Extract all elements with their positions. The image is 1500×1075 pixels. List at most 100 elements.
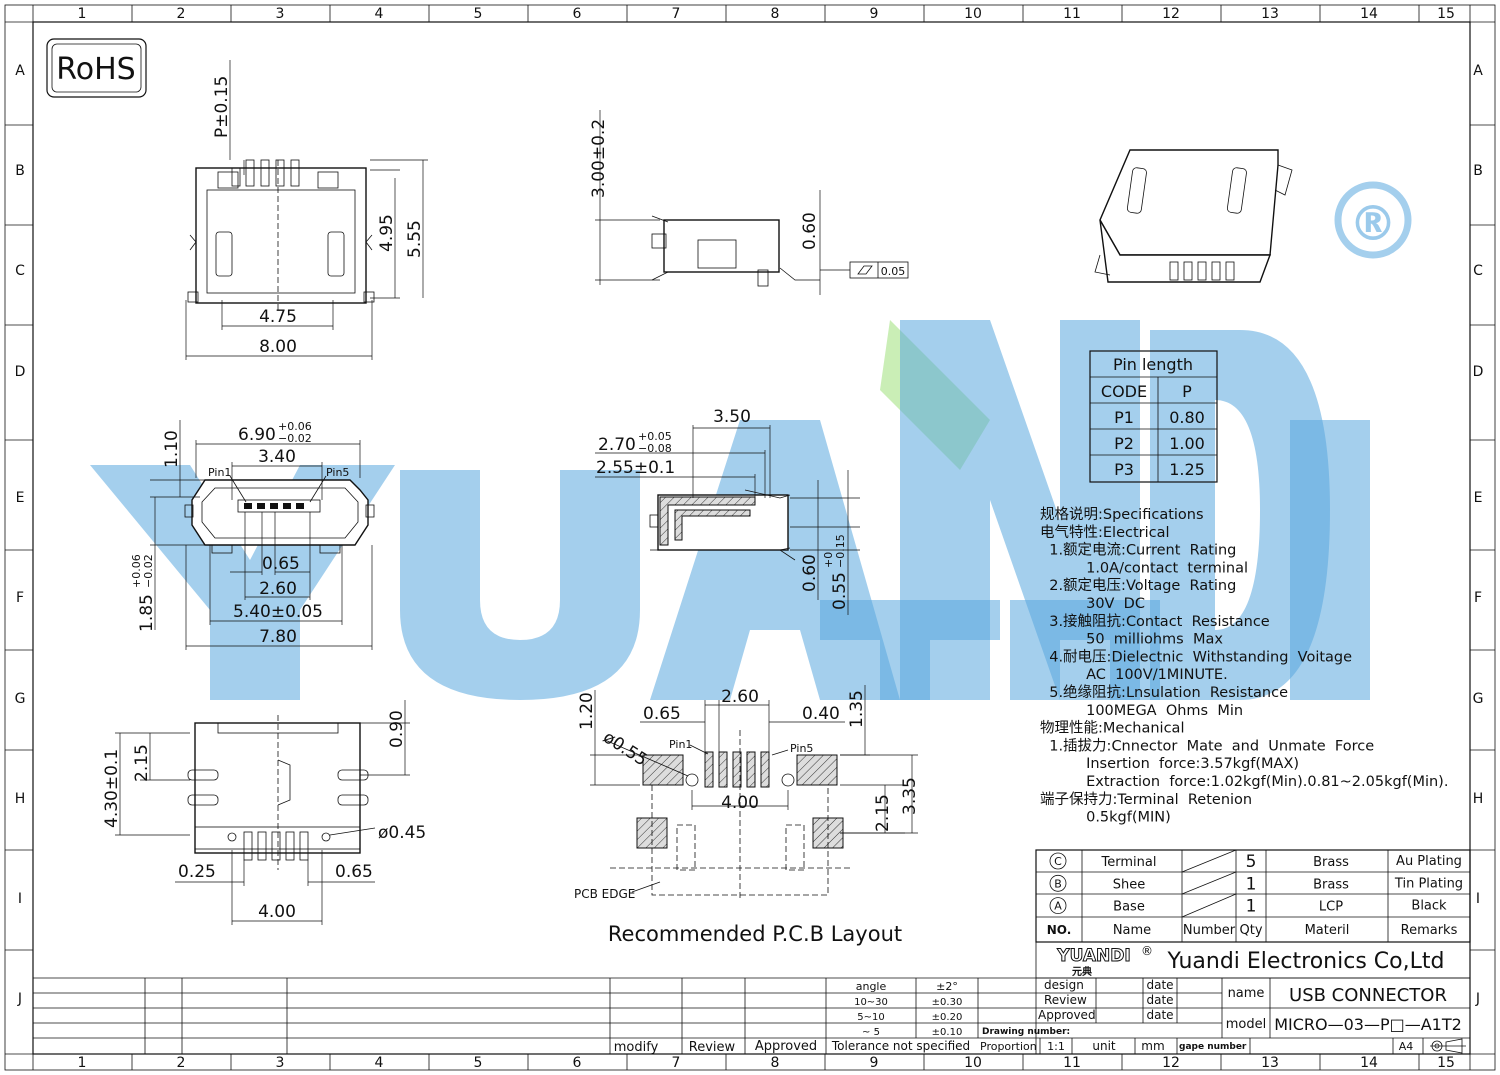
grid-col-label: 5 [474, 1055, 483, 1071]
tol-2-value: ±0.20 [932, 1012, 963, 1023]
spec-line: 0.5kgf(MIN) [1040, 810, 1171, 826]
dim-hole-0-45: ø0.45 [378, 823, 426, 843]
pcb-layout: 1.20 0.65 2.60 0.40 1.35 ø0.55 Pin1 Pin5… [574, 685, 920, 946]
bom-name: Terminal [1101, 855, 1157, 870]
tol-angle: angle [856, 980, 887, 993]
dim-0-65-front: 0.65 [262, 554, 300, 574]
dim-5-40: 5.40±0.05 [233, 602, 323, 622]
footer-review: Review [689, 1040, 736, 1055]
dim-3-50: 3.50 [713, 407, 751, 427]
tb-date-1: date [1146, 978, 1173, 992]
spec-line: 物理性能:Mechanical [1040, 720, 1184, 737]
tol-angle-value: ±2° [936, 980, 958, 993]
spec-line: 2.额定电压:Voltage Rating [1040, 577, 1236, 594]
grid-row-label: I [18, 891, 22, 907]
grid-col-label: 11 [1063, 1055, 1081, 1071]
grid-col-label: 11 [1063, 6, 1081, 22]
bom-item-circle [1049, 874, 1067, 892]
tb-name-value: USB CONNECTOR [1289, 985, 1447, 1006]
dim-2-15-bottom: 2.15 [132, 744, 152, 782]
tb-review: Review [1044, 993, 1087, 1007]
grid-col-label: 4 [375, 1055, 384, 1071]
grid-col-label: 1 [78, 1055, 87, 1071]
footer-modify: modify [614, 1040, 659, 1055]
top-view: P±0.15 4.95 5.55 4.75 8.00 [185, 60, 428, 360]
grid-col-label: 2 [177, 1055, 186, 1071]
pcb-dim-1-35: 1.35 [847, 690, 867, 728]
company-name: Yuandi Electronics Co,Ltd [1167, 949, 1445, 974]
tb-drawing-number: Drawing number: [982, 1027, 1070, 1037]
label-pin1-front: Pin1 [208, 466, 231, 479]
tol-1: 10~30 [854, 997, 888, 1008]
grid-col-label: 8 [771, 1055, 780, 1071]
dim-4-75: 4.75 [259, 307, 297, 327]
grid-col-label: 12 [1162, 1055, 1180, 1071]
label-pin5-front: Pin5 [326, 466, 349, 479]
dim-2-70-tol-up: +0.05 [638, 430, 672, 443]
grid-row-label: J [17, 991, 22, 1007]
grid-row-label: A [15, 63, 25, 79]
spec-line: 规格说明:Specifications [1040, 506, 1204, 523]
bom-name: Base [1113, 900, 1145, 915]
tb-scale: 1:1 [1047, 1040, 1065, 1053]
bom-material: Brass [1313, 877, 1349, 892]
grid-row-label: B [1473, 163, 1483, 179]
title-block: YUANDI ® 元典 Yuandi Electronics Co,Ltd an… [33, 941, 1471, 1055]
grid-col-label: 7 [672, 1055, 681, 1071]
spec-line: Extraction force:1.02kgf(Min).0.81~2.05k… [1040, 774, 1448, 790]
pin-length-value: 0.80 [1169, 408, 1205, 427]
grid-column-labels: 1122334455667788991010111112121313141415… [78, 5, 1455, 1071]
dim-0-55: 0.55 [830, 572, 850, 610]
spec-line: AC 100V/1MINUTE. [1040, 667, 1228, 683]
bom-remarks: Black [1411, 899, 1447, 914]
company-logo-cn: 元典 [1072, 965, 1092, 978]
dim-0-25: 0.25 [178, 862, 216, 882]
pcb-label-pin1: Pin1 [669, 738, 692, 751]
tb-model-label: model [1226, 1017, 1266, 1032]
grid-row-label: F [16, 590, 24, 606]
bottom-view: 2.15 4.30±0.1 0.90 ø0.45 0.25 0.65 4.00 [102, 700, 426, 925]
grid-row-label: G [15, 691, 26, 707]
grid-row-label: J [1475, 991, 1480, 1007]
bom-material: LCP [1319, 900, 1343, 915]
projection-symbol-icon [1430, 1038, 1466, 1054]
grid-col-label: 7 [672, 6, 681, 22]
dim-0-90: 0.90 [387, 710, 407, 748]
pin-length-header-code: CODE [1101, 382, 1147, 401]
rohs-mark: RoHS [46, 38, 147, 98]
dim-1-85: 1.85 [137, 594, 157, 632]
grid-col-label: 15 [1437, 6, 1455, 22]
grid-col-label: 5 [474, 6, 483, 22]
dim-0-55-tol-dn: −0.15 [834, 534, 847, 568]
bom-header-material: Materil [1305, 923, 1350, 938]
spec-line: 4.耐电压:Dielectnic Withstanding Voitage [1040, 648, 1352, 665]
spec-line: 5.绝缘阻抗:Lnsulation Resistance [1040, 684, 1288, 701]
grid-row-label: E [1474, 490, 1483, 506]
pin-length-title: Pin length [1113, 355, 1193, 374]
tb-date-2: date [1146, 993, 1173, 1007]
dim-0-60-section: 0.60 [800, 554, 820, 592]
tb-design: design [1044, 978, 1084, 992]
rohs-label: RoHS [56, 52, 135, 87]
grid-row-label: F [1474, 590, 1482, 606]
dim-6-90-tol-dn: −0.02 [278, 432, 312, 445]
bom-header-no: NO. [1047, 923, 1072, 937]
section-view: 3.50 2.70 +0.05 −0.08 2.55±0.1 0.60 0.55… [595, 407, 860, 615]
pcb-dim-1-20: 1.20 [577, 692, 597, 730]
company-logo: YUANDI [1056, 946, 1130, 966]
bom-item-circle [1049, 852, 1067, 870]
tb-mm: mm [1141, 1039, 1164, 1053]
flatness-value: 0.05 [881, 265, 906, 278]
tb-approved: Approved [1038, 1008, 1096, 1022]
dim-0-65-bottom: 0.65 [335, 862, 373, 882]
pcb-dim-2-60: 2.60 [721, 687, 759, 707]
grid-col-label: 2 [177, 6, 186, 22]
dim-4-95: 4.95 [377, 214, 397, 252]
bom-remarks: Tin Plating [1394, 876, 1463, 891]
tb-size: A4 [1399, 1040, 1414, 1053]
grid-col-label: 6 [573, 1055, 582, 1071]
